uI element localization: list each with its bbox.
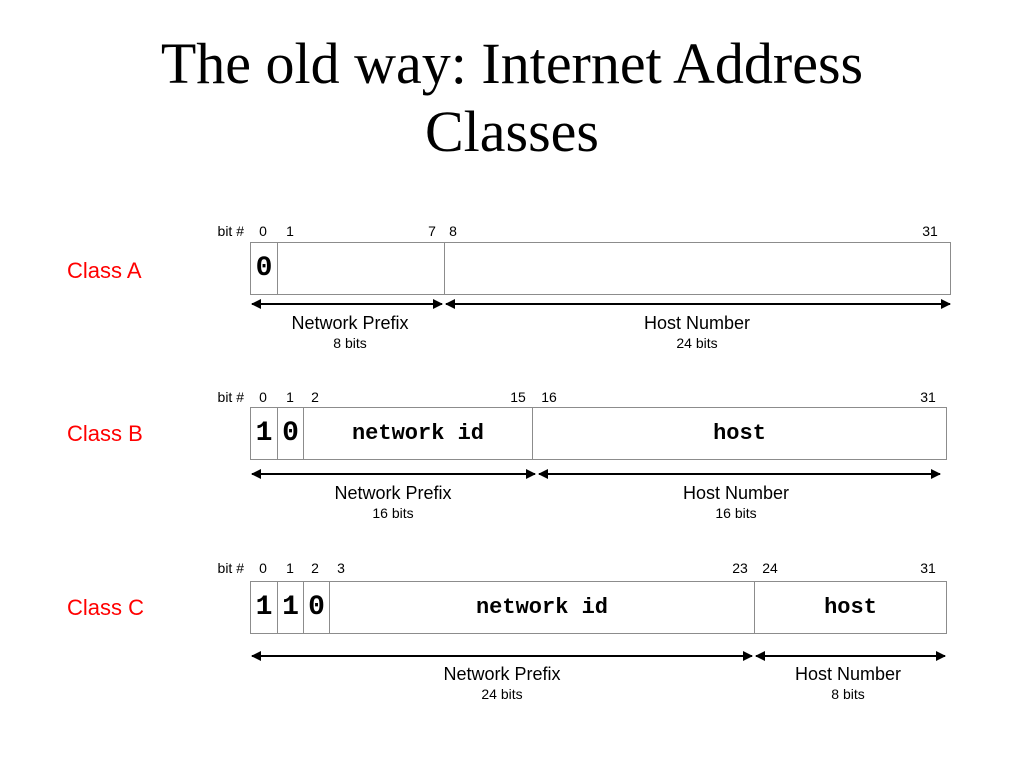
class-a-network-field (277, 243, 444, 294)
class-c-label: Class C (67, 595, 145, 620)
class-c-host-caption: Host Number 8 bits (795, 663, 901, 701)
class-c-host-name: Host Number (794, 664, 902, 684)
class-c-leading-bit: 1 (255, 592, 273, 623)
class-a-label: Class A (67, 258, 142, 283)
class-c-network-field: network id (329, 582, 754, 633)
class-c-leading-bit: 0 (303, 582, 329, 633)
class-a-prefix-bits: 8 bits (333, 335, 367, 351)
class-a-bit-tick: 7 (428, 223, 436, 239)
class-c-host-bits: 8 bits (831, 686, 865, 701)
class-b-leading-bit: 0 (277, 408, 303, 459)
slide-title-line-1: The old way: Internet Address (160, 31, 864, 96)
class-b-host-bits: 16 bits (715, 505, 757, 521)
slide-title: The old way: Internet Address Classes (0, 30, 1024, 166)
class-a-address-box: 0 (250, 242, 951, 295)
class-a-bit-tick: 1 (286, 223, 294, 239)
class-b-bit-tick: 16 (541, 389, 557, 405)
class-a-bit-tick: 8 (449, 223, 457, 239)
slide-title-line-2: Classes (425, 99, 599, 164)
class-a-host-name: Host Number (643, 313, 751, 333)
class-c-address-box: 1 1 0 network id host (250, 581, 947, 634)
class-c-prefix-bits: 24 bits (481, 686, 523, 701)
class-b-prefix-name: Network Prefix (334, 483, 452, 503)
class-a-leading-bit: 0 (255, 253, 273, 284)
class-b-prefix-caption: Network Prefix 16 bits (334, 482, 451, 522)
class-a-bit-tick: 0 (259, 223, 267, 239)
class-a-prefix-name: Network Prefix (291, 313, 409, 333)
class-c-bit-tick: 23 (732, 560, 748, 576)
class-c-bit-label: bit # (217, 560, 244, 576)
class-c-prefix-name: Network Prefix (443, 664, 561, 684)
class-a-prefix-caption: Network Prefix 8 bits (291, 312, 408, 352)
class-b-bit-tick: 31 (920, 389, 936, 405)
class-b-bit-tick: 15 (510, 389, 526, 405)
class-a-host-field (444, 243, 950, 294)
class-b-bit-label: bit # (217, 389, 244, 405)
class-c-bit-tick: 3 (337, 560, 345, 576)
class-b-host-caption: Host Number 16 bits (683, 482, 789, 522)
class-c-bit-tick: 0 (259, 560, 267, 576)
class-b-label: Class B (67, 421, 143, 446)
class-c-bit-tick: 2 (311, 560, 319, 576)
class-b-host-name: Host Number (682, 483, 790, 503)
class-c-bit-tick: 24 (762, 560, 778, 576)
class-b-address-box: 1 0 network id host (250, 407, 947, 460)
class-b-network-field: network id (303, 408, 532, 459)
class-a-host-caption: Host Number 24 bits (644, 312, 750, 352)
class-b-host-field: host (532, 408, 946, 459)
diagram-area: Class A bit # 0 1 7 8 31 0 Network Prefi… (67, 223, 951, 701)
class-a-bit-label: bit # (217, 223, 244, 239)
class-b-leading-bit: 1 (255, 418, 273, 449)
class-c-host-field: host (754, 582, 946, 633)
class-b-bit-tick: 1 (286, 389, 294, 405)
class-b-bit-tick: 2 (311, 389, 319, 405)
class-c-bit-tick: 31 (920, 560, 936, 576)
class-a-bit-tick: 31 (922, 223, 938, 239)
class-c-leading-bit: 1 (277, 582, 303, 633)
class-b-bit-tick: 0 (259, 389, 267, 405)
class-c-prefix-caption: Network Prefix 24 bits (443, 663, 560, 701)
class-b-prefix-bits: 16 bits (372, 505, 414, 521)
arrows-layer (251, 299, 951, 661)
class-a-host-bits: 24 bits (676, 335, 718, 351)
class-c-bit-tick: 1 (286, 560, 294, 576)
